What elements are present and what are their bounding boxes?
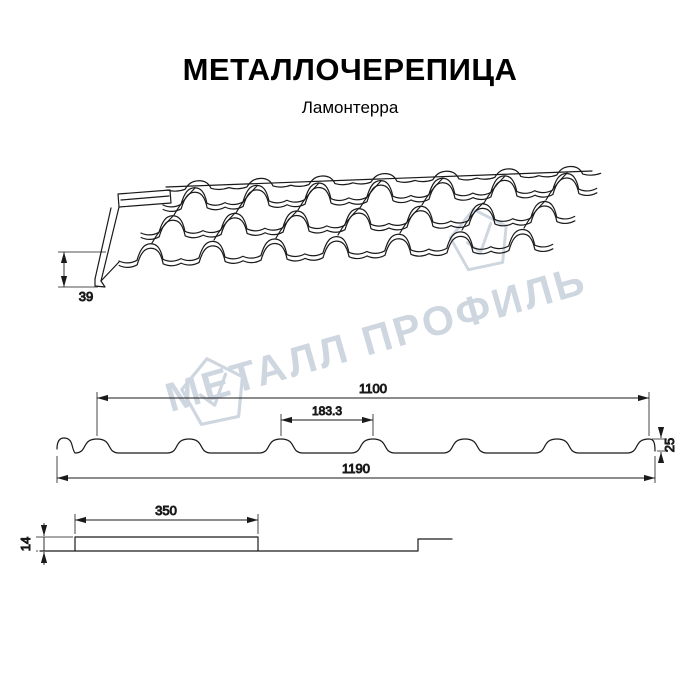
tile-row <box>118 228 554 268</box>
perspective-view <box>94 165 602 288</box>
dim-label-full-width: 1190 <box>342 461 370 476</box>
dimension-1190: 1190 <box>56 456 656 483</box>
dimension-1100: 1100 <box>96 381 650 436</box>
longitudinal-step-profile <box>39 536 453 552</box>
dim-label-cover-width: 1100 <box>359 381 387 396</box>
barge-end-cap <box>94 189 172 288</box>
page-subtitle: Ламонтерра <box>301 98 399 117</box>
dimension-39: 39 <box>58 251 106 305</box>
dim-label-step-length: 350 <box>155 503 177 518</box>
tile-row <box>140 200 576 240</box>
dim-label-step-height: 14 <box>18 537 33 551</box>
dim-label-profile-height: 25 <box>662 438 677 452</box>
tile-row <box>162 172 598 212</box>
page-title: МЕТАЛЛОЧЕРЕПИЦА <box>182 52 518 87</box>
dimension-25: 25 <box>652 427 678 463</box>
ridge-connectors <box>151 172 568 244</box>
dim-label-eaves-height: 39 <box>79 289 93 304</box>
cross-section-profile <box>56 437 656 454</box>
dimension-350: 350 <box>74 503 259 534</box>
dim-label-wave-pitch: 183.3 <box>312 404 342 418</box>
watermark-text: МЕТАЛЛ ПРОФИЛЬ <box>160 256 592 420</box>
dimension-183-3: 183.3 <box>280 404 374 436</box>
dimension-14: 14 <box>18 523 73 565</box>
